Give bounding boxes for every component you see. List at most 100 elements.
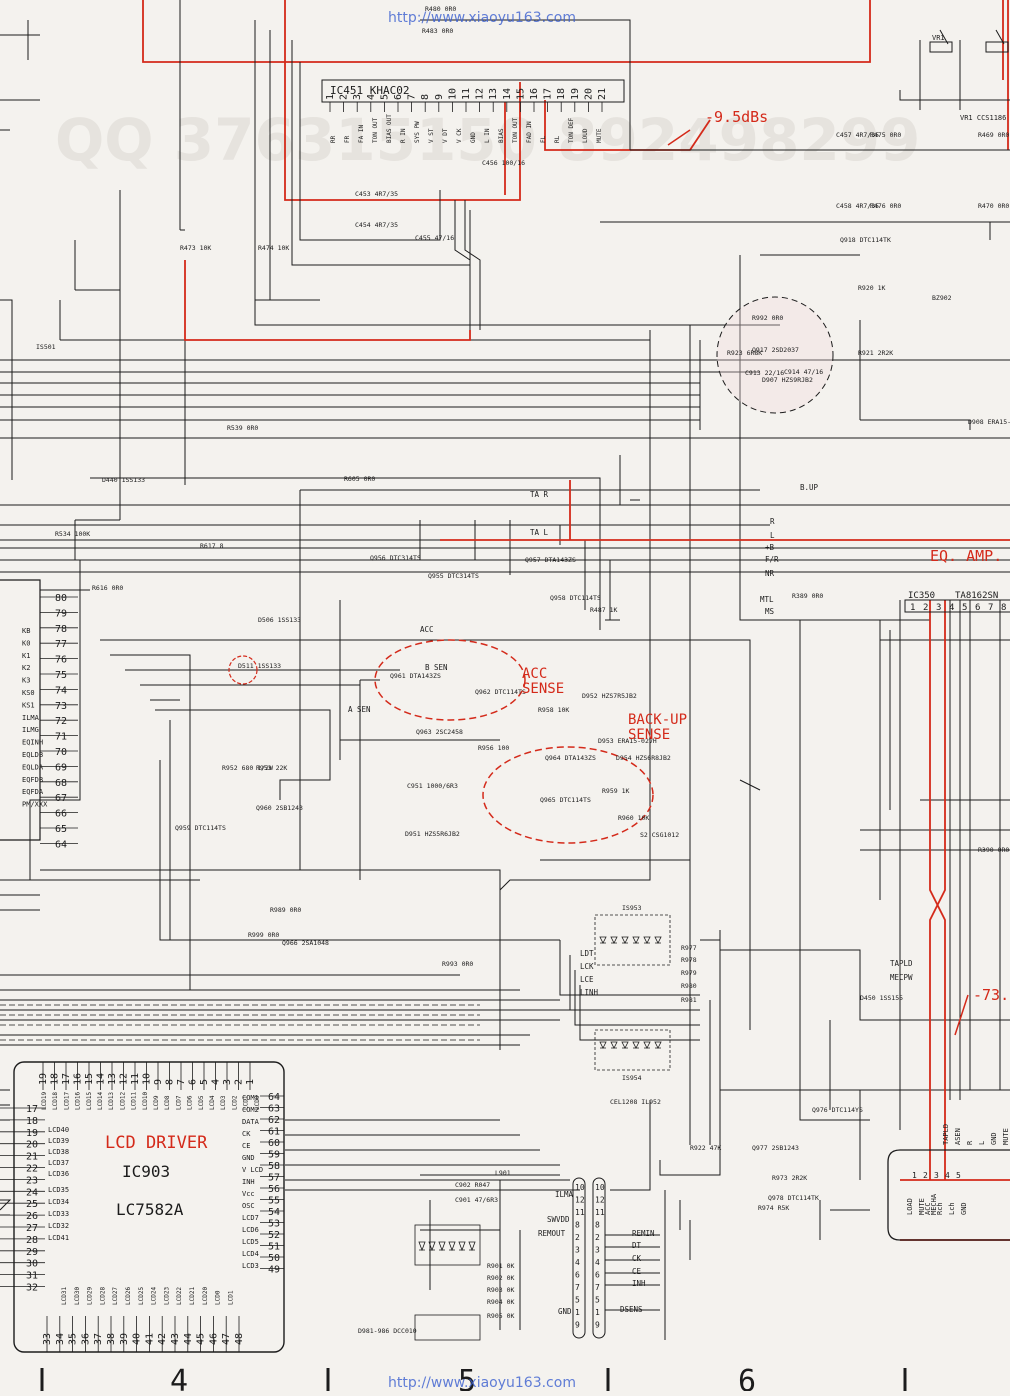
component-label: D981-986 DCC010 bbox=[358, 1327, 417, 1335]
ic350-ref: IC350 bbox=[908, 591, 935, 601]
ic903-right-pins: 64636261605958575655545352515049COM1COM2… bbox=[242, 1092, 284, 1276]
ic903-bottom-pin-number: 43 bbox=[170, 1333, 181, 1345]
ic903-left-pin-number: 30 bbox=[26, 1259, 38, 1270]
component-label: Q962 DTC114TS bbox=[475, 688, 526, 696]
ic903-left-pin-label: LCD36 bbox=[48, 1170, 69, 1178]
ic451-pin-label: RR bbox=[330, 135, 337, 143]
ic903-right-pin-number: 64 bbox=[268, 1092, 280, 1103]
signal-label: LCE bbox=[580, 975, 594, 984]
diode-symbol bbox=[643, 1041, 651, 1049]
mcu-pin-number: 77 bbox=[55, 639, 67, 650]
mcu-pin-number: 73 bbox=[55, 701, 67, 712]
ic903-top-pin-label: LCD7 bbox=[175, 1095, 182, 1110]
component-label: R487 1K bbox=[590, 606, 617, 614]
component-label: R469 0R0 bbox=[978, 131, 1009, 139]
signal-label: MECPW bbox=[890, 973, 913, 982]
gain-annotation: -9.5dBs bbox=[705, 108, 768, 126]
ic903-top-pin-label: LCD16 bbox=[75, 1092, 82, 1110]
ic451-pin-number: 20 bbox=[583, 88, 594, 100]
connector-pin-number: 6 bbox=[595, 1271, 600, 1280]
ic903-right-pin-label: COM2 bbox=[242, 1106, 259, 1114]
ic903-bottom-pin-number: 40 bbox=[132, 1333, 143, 1345]
bottom-right-label: ASEN bbox=[954, 1128, 962, 1145]
ic903-bottom-pin-label: LCD25 bbox=[138, 1287, 145, 1305]
connector-pin-number: 8 bbox=[575, 1221, 580, 1230]
mcu-pin-label: K0 bbox=[22, 639, 30, 647]
ic451-pin-number: 11 bbox=[461, 88, 472, 100]
component-label: C951 1000/6R3 bbox=[407, 782, 458, 790]
ic903-right-pin-number: 56 bbox=[268, 1184, 280, 1195]
component-label: R904 0K bbox=[487, 1298, 514, 1306]
component-label: C458 4R7/35 bbox=[836, 202, 879, 210]
ic903-top-pin-label: LCD5 bbox=[198, 1095, 205, 1110]
ic451-pin-label: FR bbox=[344, 135, 351, 143]
component-label: R922 47K bbox=[690, 1144, 721, 1152]
vr1-label: VR1 bbox=[932, 34, 945, 42]
signal-label: CK bbox=[632, 1254, 642, 1263]
mcu-pin-labels: KBK0K1K2K3KS0KS1ILMAILMGEQINHEQLDBEQLDAE… bbox=[22, 627, 48, 809]
signal-label: GND bbox=[558, 1307, 572, 1316]
led-symbol bbox=[448, 1241, 456, 1252]
component-label: R978 bbox=[681, 956, 697, 964]
ic903-right-pin-number: 54 bbox=[268, 1207, 280, 1218]
component-label: D952 HZS7R5JB2 bbox=[582, 692, 637, 700]
component-label: R979 bbox=[681, 969, 697, 977]
ic903-left-pin-number: 19 bbox=[26, 1128, 38, 1139]
ic903-left-tab bbox=[0, 1199, 12, 1211]
component-label: R921 2R2K bbox=[858, 349, 893, 357]
component-label: R483 0R0 bbox=[422, 27, 453, 35]
ic903-bottom-pin-number: 36 bbox=[80, 1333, 91, 1345]
ic903-top-pin-number: 4 bbox=[211, 1079, 222, 1085]
component-label: Q960 2SB1243 bbox=[256, 804, 303, 812]
component-label: D506 1SS133 bbox=[258, 616, 301, 624]
mcu-pin-label: EQLDB bbox=[22, 751, 43, 759]
ic451-pin-number: 5 bbox=[379, 94, 390, 100]
connector-pin-number: 3 bbox=[595, 1246, 600, 1255]
signal-label: INH bbox=[632, 1279, 646, 1288]
ic903-bottom-pin-number: 47 bbox=[221, 1333, 232, 1345]
component-label: R539 0R0 bbox=[227, 424, 258, 432]
ic451-pin-number: 2 bbox=[339, 94, 350, 100]
component-label: C901 47/6R3 bbox=[455, 1196, 498, 1204]
ic451-pin-number: 7 bbox=[407, 94, 418, 100]
signal-label: SWVDD bbox=[547, 1215, 570, 1224]
ic903-right-pin-label: OSC bbox=[242, 1202, 255, 1210]
component-label: C902 R047 bbox=[455, 1181, 490, 1189]
ic903-top-pin-label: LCD0 bbox=[254, 1095, 261, 1110]
ic903-right-pin-label: CE bbox=[242, 1142, 250, 1150]
component-label: R480 0R0 bbox=[425, 5, 456, 13]
ic903-right-pin-number: 58 bbox=[268, 1161, 280, 1172]
ic903-top-pin-number: 10 bbox=[142, 1073, 153, 1085]
ic451-pin-label: TON DEF bbox=[568, 117, 575, 143]
connector-pin-number: 1 bbox=[595, 1308, 600, 1317]
bottom-right-label: MUTE bbox=[1002, 1128, 1010, 1145]
connector-pin-number: 12 bbox=[595, 1196, 605, 1205]
bottom-right-pin-label: GND bbox=[960, 1202, 968, 1215]
diode-symbol bbox=[632, 1041, 640, 1049]
component-label: D511 1SS133 bbox=[238, 662, 281, 670]
signal-label: NR bbox=[765, 569, 775, 578]
ic350-pin-number: 7 bbox=[988, 603, 993, 613]
column-number-6: 6 bbox=[738, 1364, 756, 1391]
ic903-bottom-pin-label: LCD29 bbox=[87, 1287, 94, 1305]
component-label: IS501 bbox=[36, 343, 56, 351]
diode-symbol bbox=[632, 936, 640, 944]
mcu-pin-label: EQFDB bbox=[22, 776, 43, 784]
bottom-ruler bbox=[40, 1368, 907, 1391]
mcu-pin-number: 68 bbox=[55, 778, 67, 789]
component-label: Q958 DTC114TS bbox=[550, 594, 601, 602]
ic903-top-pin-number: 7 bbox=[176, 1079, 187, 1085]
component-label: R992 0R0 bbox=[752, 314, 783, 322]
component-label: R473 10K bbox=[180, 244, 211, 252]
component-label: R616 0R0 bbox=[92, 584, 123, 592]
ic903-right-pin-label: LCD3 bbox=[242, 1262, 259, 1270]
ic903-top-pin-number: 8 bbox=[165, 1079, 176, 1085]
component-label: R901 0K bbox=[487, 1262, 514, 1270]
ic350-pin-number: 3 bbox=[936, 603, 941, 613]
ic451-pin-number: 14 bbox=[502, 88, 513, 100]
ic350-pin-number: 6 bbox=[975, 603, 980, 613]
